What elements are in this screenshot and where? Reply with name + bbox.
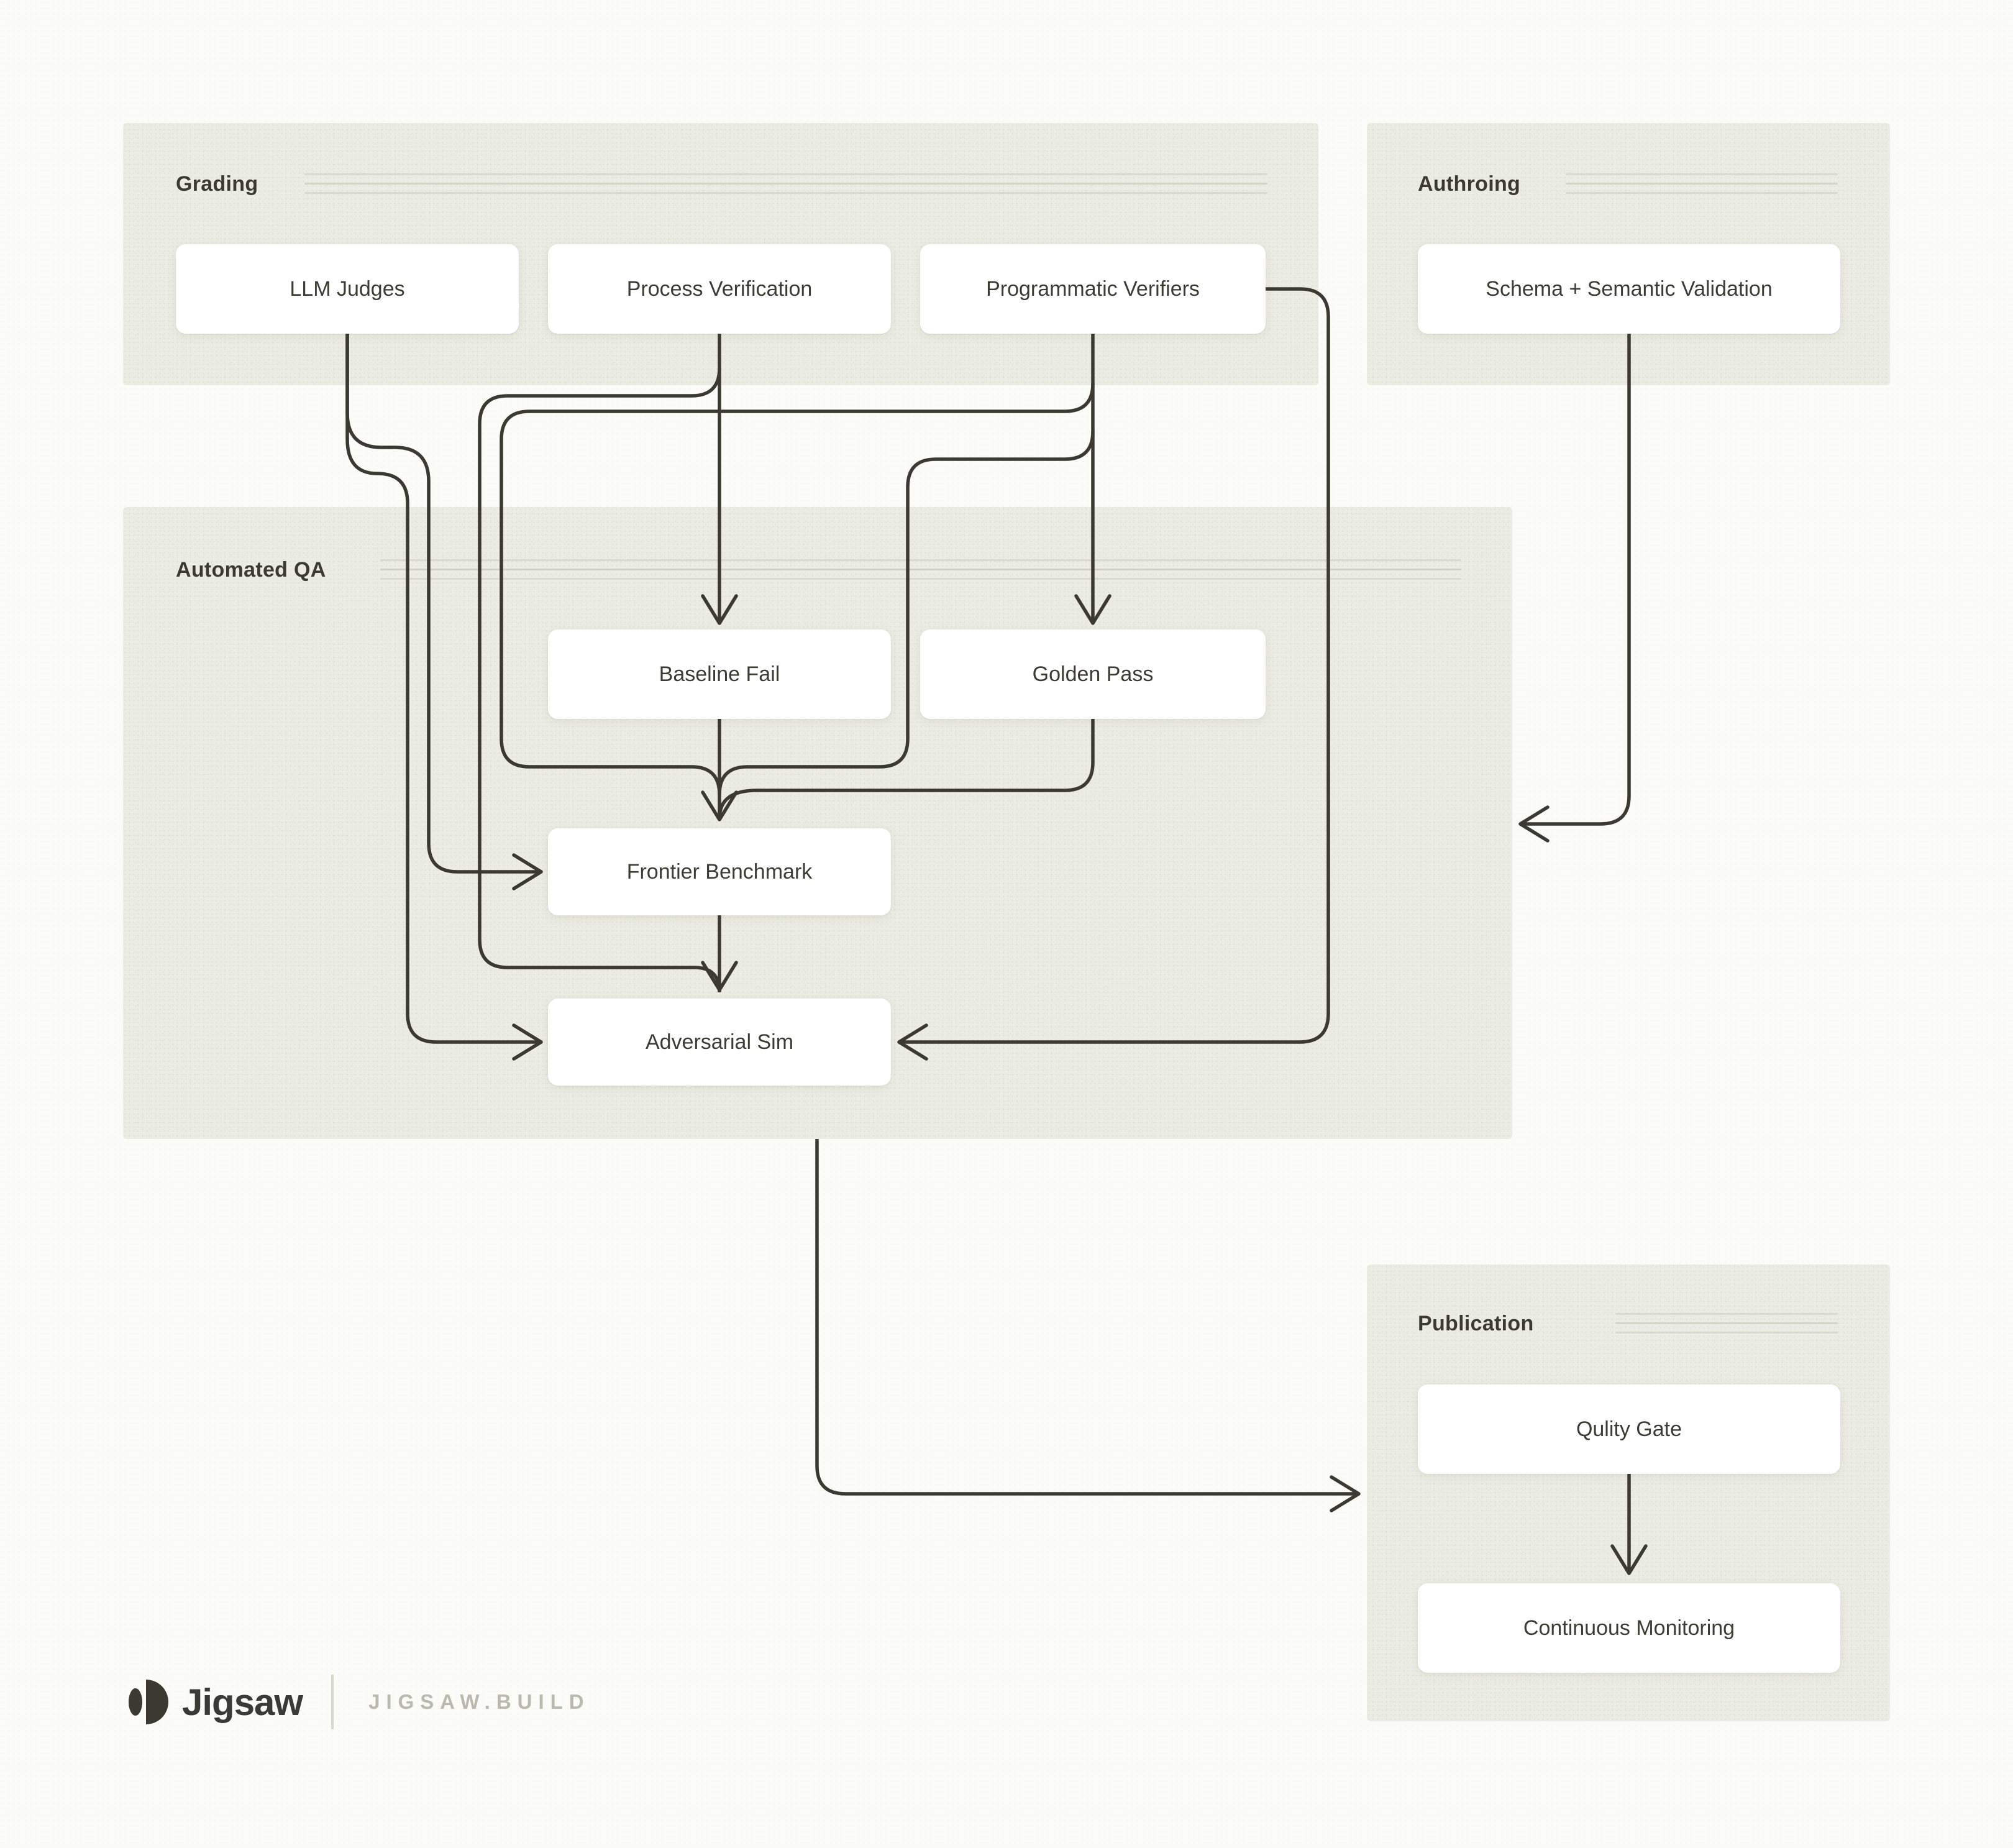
header-rule-lines-publication [1615,1313,1838,1341]
header-rule-lines-grading [304,173,1267,201]
brand-name: Jigsaw [182,1681,303,1723]
node-baseline-fail: Baseline Fail [548,629,891,719]
node-schema-semantic-validation: Schema + Semantic Validation [1418,244,1840,334]
node-frontier-benchmark: Frontier Benchmark [548,828,891,915]
section-title-publication: Publication [1418,1312,1534,1335]
node-label: Frontier Benchmark [626,859,813,884]
node-continuous-monitoring: Continuous Monitoring [1418,1583,1840,1673]
node-label: Qulity Gate [1576,1417,1682,1441]
section-title-authoring: Authroing [1418,172,1521,196]
node-label: Golden Pass [1032,662,1154,686]
header-rule-lines-automated-qa [380,559,1461,587]
node-label: Adversarial Sim [645,1030,794,1054]
node-process-verification: Process Verification [548,244,891,334]
node-label: Programmatic Verifiers [986,277,1200,301]
node-label: Process Verification [626,277,813,301]
section-title-grading: Grading [176,172,258,196]
edge-schema-to-qa [1518,334,1631,843]
node-golden-pass: Golden Pass [920,629,1266,719]
node-quality-gate: Qulity Gate [1418,1384,1840,1474]
node-adversarial-sim: Adversarial Sim [548,999,891,1086]
node-label: Baseline Fail [659,662,780,686]
node-label: LLM Judges [290,277,405,301]
footer-divider [331,1675,334,1729]
section-title-automated-qa: Automated QA [176,558,326,582]
site-label: JIGSAW.BUILD [368,1690,590,1713]
node-label: Continuous Monitoring [1523,1616,1735,1640]
node-llm-judges: LLM Judges [176,244,519,334]
node-programmatic-verifiers: Programmatic Verifiers [920,244,1266,334]
header-rule-lines-authoring [1566,173,1838,201]
jigsaw-logo-icon [129,1680,168,1724]
edge-qa-to-publication [815,1139,1361,1512]
footer-brand: Jigsaw JIGSAW.BUILD [129,1674,590,1730]
node-label: Schema + Semantic Validation [1486,277,1773,301]
